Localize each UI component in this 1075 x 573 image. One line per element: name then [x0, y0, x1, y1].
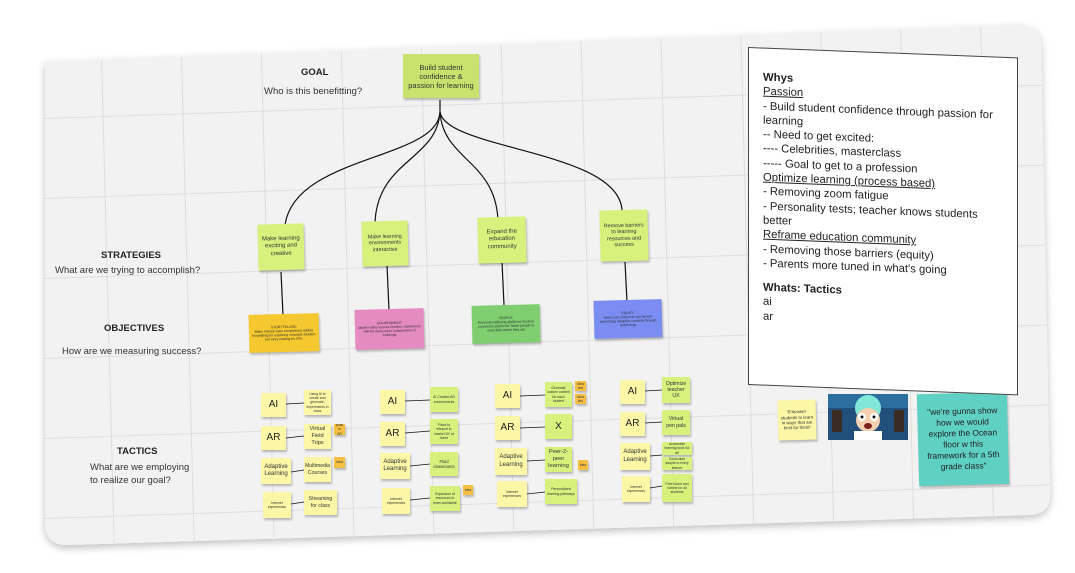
goal-label: GOAL [301, 67, 328, 78]
tactics-question-line2: to realize our goal? [90, 475, 171, 486]
tactic-side-note[interactable]: Idea [578, 460, 588, 470]
tactic-note[interactable]: Peer-2-peer learning [545, 447, 572, 472]
tactic-note[interactable]: Fluid classrooms [430, 452, 458, 476]
cartoon-character-image[interactable] [828, 394, 908, 440]
tactic-note[interactable]: Accessible learning tools for all [662, 442, 692, 455]
tactic-key-ai[interactable]: AI [620, 380, 645, 404]
tactic-note[interactable]: Virtual pen pals [662, 410, 690, 435]
tactic-note[interactable]: Free tutors and hotline for all students [662, 474, 692, 502]
tactic-key-internet[interactable]: Internet experiences [263, 492, 291, 518]
tactic-note[interactable]: Optimize teacher UX [662, 377, 690, 403]
tactic-side-note[interactable]: Idea one [575, 381, 586, 391]
objectives-label: OBJECTIVES [104, 323, 164, 334]
tactic-note[interactable]: Generate custom content for each student [545, 382, 572, 407]
strategy-sticky-2[interactable]: Make learning environments interactive [361, 220, 408, 266]
tactic-note[interactable]: Multimedia Courses [304, 457, 331, 482]
tactic-key-internet[interactable]: Internet experiences [497, 481, 527, 507]
tactic-key-ar[interactable]: AR [620, 412, 645, 436]
strategy-sticky-4[interactable]: Remove barriers to learning resources an… [599, 209, 648, 261]
tactic-side-note[interactable]: Idea [334, 457, 345, 468]
tactic-note[interactable]: AI Created AR environments [430, 387, 458, 412]
tactic-key-adaptive[interactable]: Adaptive Learning [620, 443, 650, 470]
tactic-key-ai[interactable]: AI [380, 390, 405, 414]
tactic-key-adaptive[interactable]: Adaptive Learning [380, 453, 410, 479]
tactic-note[interactable]: Personalized learning pathways [545, 479, 577, 504]
strategies-question: What are we trying to accomplish? [55, 265, 200, 276]
objective-body: Mixed-reality spaces Outdoor classrooms … [357, 324, 422, 338]
tactic-side-note[interactable]: Build in AR [334, 424, 345, 435]
tactics-question-line1: What are we employing [90, 462, 189, 473]
tactic-key-ar[interactable]: AR [495, 416, 520, 440]
tactic-key-ar[interactable]: AR [380, 422, 405, 446]
objective-body: Personal wellbeing platforms Student con… [474, 319, 538, 333]
objectives-question: How are we measuring success? [62, 346, 201, 357]
tactic-key-adaptive[interactable]: Adaptive Learning [495, 448, 527, 475]
objective-sticky-environment[interactable]: ENVIRONMENT Mixed-reality spaces Outdoor… [354, 308, 424, 350]
tactic-key-ai[interactable]: AI [261, 393, 286, 417]
tactic-side-note[interactable]: Idea [463, 485, 473, 495]
tactic-key-ai[interactable]: AI [495, 384, 520, 408]
tactic-note[interactable]: Using AI to create and generate, experim… [304, 390, 331, 415]
tactic-key-x[interactable]: X [545, 414, 572, 439]
tactic-note[interactable]: Expansion of resources to learn worldwid… [430, 486, 460, 511]
strategy-sticky-1[interactable]: Make learning exciting and creative [257, 223, 304, 270]
strategies-label: STRATEGIES [101, 250, 161, 261]
tactic-note[interactable]: Curriculum adapts to every learner [662, 457, 692, 470]
tactic-key-ar[interactable]: AR [261, 426, 286, 450]
goal-sticky[interactable]: Build student confidence & passion for l… [403, 54, 479, 98]
whys-text-panel[interactable]: Whys Passion - Build student confidence … [748, 47, 1018, 395]
objective-body: Make sure everyone can access technology… [596, 314, 660, 328]
tactics-label: TACTICS [117, 446, 157, 457]
tactic-key-adaptive[interactable]: Adaptive Learning [261, 458, 291, 484]
objective-sticky-equity[interactable]: EQUITY Make sure everyone can access tec… [594, 299, 663, 339]
quote-sticky[interactable]: "we're gunna show how we would explore t… [917, 392, 1009, 486]
tactic-note[interactable]: Place to teleport to maths DIY at home [430, 419, 458, 444]
objective-body: Make mission (see competency tables) Sto… [251, 328, 317, 342]
objective-sticky-people[interactable]: PEOPLE Personal wellbeing platforms Stud… [472, 304, 541, 344]
goal-question: Who is this benefitting? [264, 86, 362, 97]
tactic-key-internet[interactable]: Internet experiences [622, 476, 650, 502]
empower-sticky[interactable]: Empower students to learn in ways that a… [777, 400, 816, 441]
tactic-side-note[interactable]: Idea two [575, 394, 586, 404]
objective-sticky-storytelling[interactable]: STORYTELLING Make mission (see competenc… [249, 313, 320, 353]
tactic-note[interactable]: Virtual Field Trips [304, 424, 331, 449]
tactic-note[interactable]: Streaming for class [304, 490, 337, 515]
strategy-sticky-3[interactable]: Expand the education community [477, 216, 526, 263]
tactic-key-internet[interactable]: Internet experiences [382, 488, 410, 514]
